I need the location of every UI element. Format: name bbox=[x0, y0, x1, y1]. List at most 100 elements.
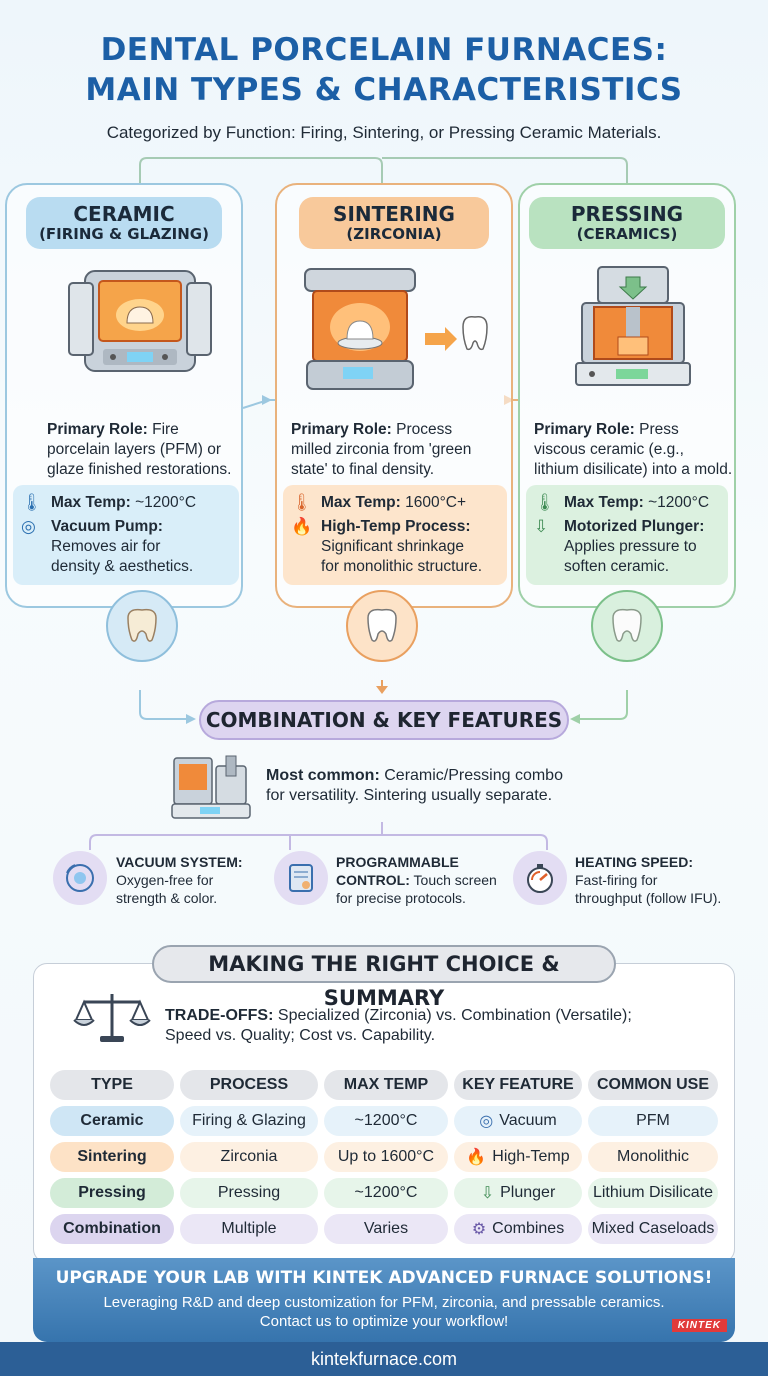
card-sintering-header: SINTERING (ZIRCONIA) bbox=[299, 197, 489, 249]
title-line-1: DENTAL PORCELAIN FURNACES: bbox=[100, 32, 668, 68]
page-title: DENTAL PORCELAIN FURNACES: MAIN TYPES & … bbox=[0, 30, 768, 110]
thermometer-icon: 🌡 bbox=[21, 493, 43, 512]
type-cell: Combination bbox=[50, 1214, 174, 1244]
flame-icon: 🔥 bbox=[466, 1149, 487, 1166]
pressing-furnace-illustration bbox=[575, 266, 691, 386]
type-cell: Pressing bbox=[50, 1178, 174, 1208]
tradeoffs-line: Speed vs. Quality; Cost vs. Capability. bbox=[165, 1027, 436, 1044]
scale-icon bbox=[73, 994, 151, 1042]
tooth-icon bbox=[346, 590, 418, 662]
card-sintering: SINTERING (ZIRCONIA) Primary Role: Proce… bbox=[275, 183, 513, 662]
feature-label: HEATING SPEED: bbox=[575, 854, 693, 870]
table-cell: Zirconia bbox=[180, 1142, 318, 1172]
tradeoffs-label: TRADE-OFFS: bbox=[165, 1007, 274, 1024]
card-pressing: PRESSING (CERAMICS) Primary Role: Press … bbox=[518, 183, 736, 662]
role-line: state' to final density. bbox=[291, 461, 435, 478]
feature-heating-speed: HEATING SPEED: Fast-firing for throughpu… bbox=[575, 853, 721, 907]
table-cell: Pressing bbox=[180, 1178, 318, 1208]
summary-header: MAKING THE RIGHT CHOICE & SUMMARY bbox=[152, 945, 616, 1010]
timer-icon bbox=[513, 851, 567, 905]
spec-value: 1600°C+ bbox=[405, 494, 467, 511]
feature-line: throughput (follow IFU). bbox=[575, 890, 722, 906]
feature-vacuum-system: VACUUM SYSTEM: Oxygen-free for strength … bbox=[116, 853, 243, 907]
card-pressing-specs: 🌡 Max Temp: ~1200°C ⇩ Motorized Plunger:… bbox=[526, 485, 728, 585]
common-line: for versatility. Sintering usually separ… bbox=[266, 787, 553, 804]
type-cell: Sintering bbox=[50, 1142, 174, 1172]
sintering-furnace-illustration bbox=[304, 268, 488, 390]
table-row: Combination Multiple Varies ⚙Combines Mi… bbox=[50, 1214, 718, 1244]
tradeoffs-line: Specialized (Zirconia) vs. Combination (… bbox=[277, 1007, 632, 1024]
role-line: porcelain layers (PFM) or bbox=[47, 441, 221, 458]
kintek-logo: KINTEK bbox=[671, 1319, 727, 1332]
role-label: Primary Role: bbox=[534, 421, 635, 438]
spec-line: for monolithic structure. bbox=[321, 558, 483, 575]
card-sintering-role: Primary Role: Process milled zirconia fr… bbox=[291, 420, 471, 480]
tradeoffs-text: TRADE-OFFS: Specialized (Zirconia) vs. C… bbox=[165, 1006, 685, 1046]
role-line: milled zirconia from 'green bbox=[291, 441, 472, 458]
spec-line: Applies pressure to bbox=[564, 538, 697, 555]
cell-text: Vacuum bbox=[499, 1112, 557, 1129]
title-line-2: MAIN TYPES & CHARACTERISTICS bbox=[85, 72, 683, 108]
feature-line: Touch screen bbox=[413, 872, 497, 888]
common-label: Most common: bbox=[266, 767, 380, 784]
combination-header: COMBINATION & KEY FEATURES bbox=[199, 700, 569, 740]
cta-banner[interactable]: UPGRADE YOUR LAB WITH KINTEK ADVANCED FU… bbox=[33, 1258, 735, 1342]
table-cell: 🔥 High-Temp bbox=[454, 1142, 582, 1172]
comparison-table: TYPE PROCESS MAX TEMP KEY FEATURE COMMON… bbox=[50, 1070, 718, 1250]
spec-line: Removes air for bbox=[51, 538, 161, 555]
column-header: MAX TEMP bbox=[324, 1070, 448, 1100]
role-line: glaze finished restorations. bbox=[47, 461, 232, 478]
table-row: Ceramic Firing & Glazing ~1200°C ◎Vacuum… bbox=[50, 1106, 718, 1136]
table-cell: Multiple bbox=[180, 1214, 318, 1244]
table-row: Pressing Pressing ~1200°C ⇩Plunger Lithi… bbox=[50, 1178, 718, 1208]
feature-line: Fast-firing for bbox=[575, 872, 658, 888]
ceramic-furnace-illustration bbox=[68, 270, 212, 372]
feature-programmable-control: PROGRAMMABLE CONTROL: Touch screen for p… bbox=[336, 853, 497, 907]
spec-line: Significant shrinkage bbox=[321, 538, 465, 555]
tooth-icon bbox=[106, 590, 178, 662]
card-ceramic-role: Primary Role: Fire porcelain layers (PFM… bbox=[47, 420, 231, 480]
spec-label: Max Temp: bbox=[321, 494, 401, 511]
vacuum-pump-icon: ◎ bbox=[21, 517, 36, 536]
feature-label: PROGRAMMABLE bbox=[336, 854, 459, 870]
table-cell: ~1200°C bbox=[324, 1106, 448, 1136]
tooth-icon bbox=[591, 590, 663, 662]
type-cell: Ceramic bbox=[50, 1106, 174, 1136]
table-cell: Mixed Caseloads bbox=[588, 1214, 718, 1244]
table-cell: Up to 1600°C bbox=[324, 1142, 448, 1172]
card-sintering-specs: 🌡 Max Temp: 1600°C+ 🔥 High-Temp Process:… bbox=[283, 485, 507, 585]
spec-label: Max Temp: bbox=[564, 494, 644, 511]
card-pressing-role: Primary Role: Press viscous ceramic (e.g… bbox=[534, 420, 732, 480]
card-title: SINTERING bbox=[333, 202, 455, 226]
role-line: Fire bbox=[152, 421, 179, 438]
combination-summary: Most common: Ceramic/Pressing combo for … bbox=[266, 766, 563, 806]
card-subtitle: (FIRING & GLAZING) bbox=[39, 225, 209, 243]
table-cell: Varies bbox=[324, 1214, 448, 1244]
card-title: CERAMIC bbox=[73, 202, 175, 226]
spec-label: Vacuum Pump: bbox=[51, 518, 163, 535]
feature-label: CONTROL: bbox=[336, 872, 410, 888]
flame-icon: 🔥 bbox=[291, 517, 313, 536]
role-line: Process bbox=[396, 421, 453, 438]
footer-url[interactable]: kintekfurnace.com bbox=[0, 1342, 768, 1376]
card-ceramic-header: CERAMIC (FIRING & GLAZING) bbox=[26, 197, 222, 249]
common-line: Ceramic/Pressing combo bbox=[384, 767, 563, 784]
column-header: PROCESS bbox=[180, 1070, 318, 1100]
spec-value: ~1200°C bbox=[648, 494, 710, 511]
banner-title: UPGRADE YOUR LAB WITH KINTEK ADVANCED FU… bbox=[55, 1268, 713, 1288]
card-ceramic: CERAMIC (FIRING & GLAZING) Primary Role:… bbox=[5, 183, 243, 662]
role-label: Primary Role: bbox=[291, 421, 392, 438]
banner-line: Contact us to optimize your workflow! bbox=[259, 1313, 509, 1330]
cell-text: Combines bbox=[492, 1220, 565, 1237]
role-label: Primary Role: bbox=[47, 421, 148, 438]
cell-text: High-Temp bbox=[492, 1148, 570, 1165]
card-subtitle: (ZIRCONIA) bbox=[346, 225, 442, 243]
spec-value: ~1200°C bbox=[135, 494, 197, 511]
feature-line: strength & color. bbox=[116, 890, 218, 906]
table-cell: PFM bbox=[588, 1106, 718, 1136]
role-line: lithium disilicate) into a mold. bbox=[534, 461, 733, 478]
feature-line: Oxygen-free for bbox=[116, 872, 214, 888]
table-cell: ~1200°C bbox=[324, 1178, 448, 1208]
combo-furnace-illustration bbox=[171, 755, 251, 819]
